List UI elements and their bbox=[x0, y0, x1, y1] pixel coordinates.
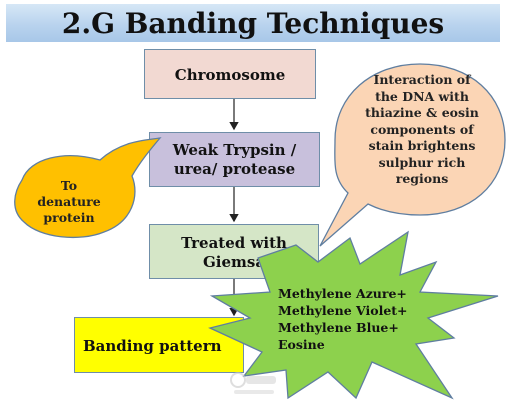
dna-line6: sulphur rich bbox=[378, 154, 466, 170]
dna-line2: the DNA with bbox=[375, 88, 469, 104]
trypsin-label-line2: urea/ protease bbox=[173, 160, 296, 178]
dna-line4: components of bbox=[370, 121, 474, 137]
dna-line7: regions bbox=[395, 171, 449, 186]
chromosome-box: Chromosome bbox=[144, 49, 316, 99]
methylene-callout-text: Methylene Azure+ Methylene Violet+ Methy… bbox=[278, 285, 428, 353]
dna-line5: stain brightens bbox=[368, 138, 476, 153]
watermark-logo bbox=[230, 372, 276, 394]
dna-callout-bubble bbox=[319, 63, 506, 247]
methylene-line3: Methylene Blue+ bbox=[278, 320, 399, 335]
methylene-line4: Eosine bbox=[278, 337, 325, 352]
page-title: 2.G Banding Techniques bbox=[6, 4, 500, 42]
denature-line2: denature bbox=[37, 194, 101, 209]
denature-bubble bbox=[14, 137, 162, 239]
methylene-line2: Methylene Violet+ bbox=[278, 303, 408, 318]
methylene-starburst bbox=[208, 230, 499, 400]
methylene-line1: Methylene Azure+ bbox=[278, 286, 407, 301]
giemsa-label-line2: Giemsa bbox=[202, 253, 266, 271]
dna-callout-text: Interaction of the DNA with thiazine & e… bbox=[354, 72, 490, 188]
trypsin-label-line1: Weak Trypsin / bbox=[172, 141, 297, 159]
dna-line3: thiazine & eosin bbox=[365, 105, 479, 120]
chromosome-label: Chromosome bbox=[174, 66, 286, 84]
denature-line1: To bbox=[60, 178, 78, 193]
banding-pattern-label: Banding pattern bbox=[83, 337, 222, 355]
trypsin-box: Weak Trypsin / urea/ protease bbox=[149, 132, 320, 187]
dna-line1: Interaction of bbox=[373, 72, 471, 87]
giemsa-label-line1: Treated with bbox=[181, 234, 287, 252]
denature-line3: protein bbox=[43, 210, 95, 225]
denature-callout-text: To denature protein bbox=[14, 178, 124, 226]
